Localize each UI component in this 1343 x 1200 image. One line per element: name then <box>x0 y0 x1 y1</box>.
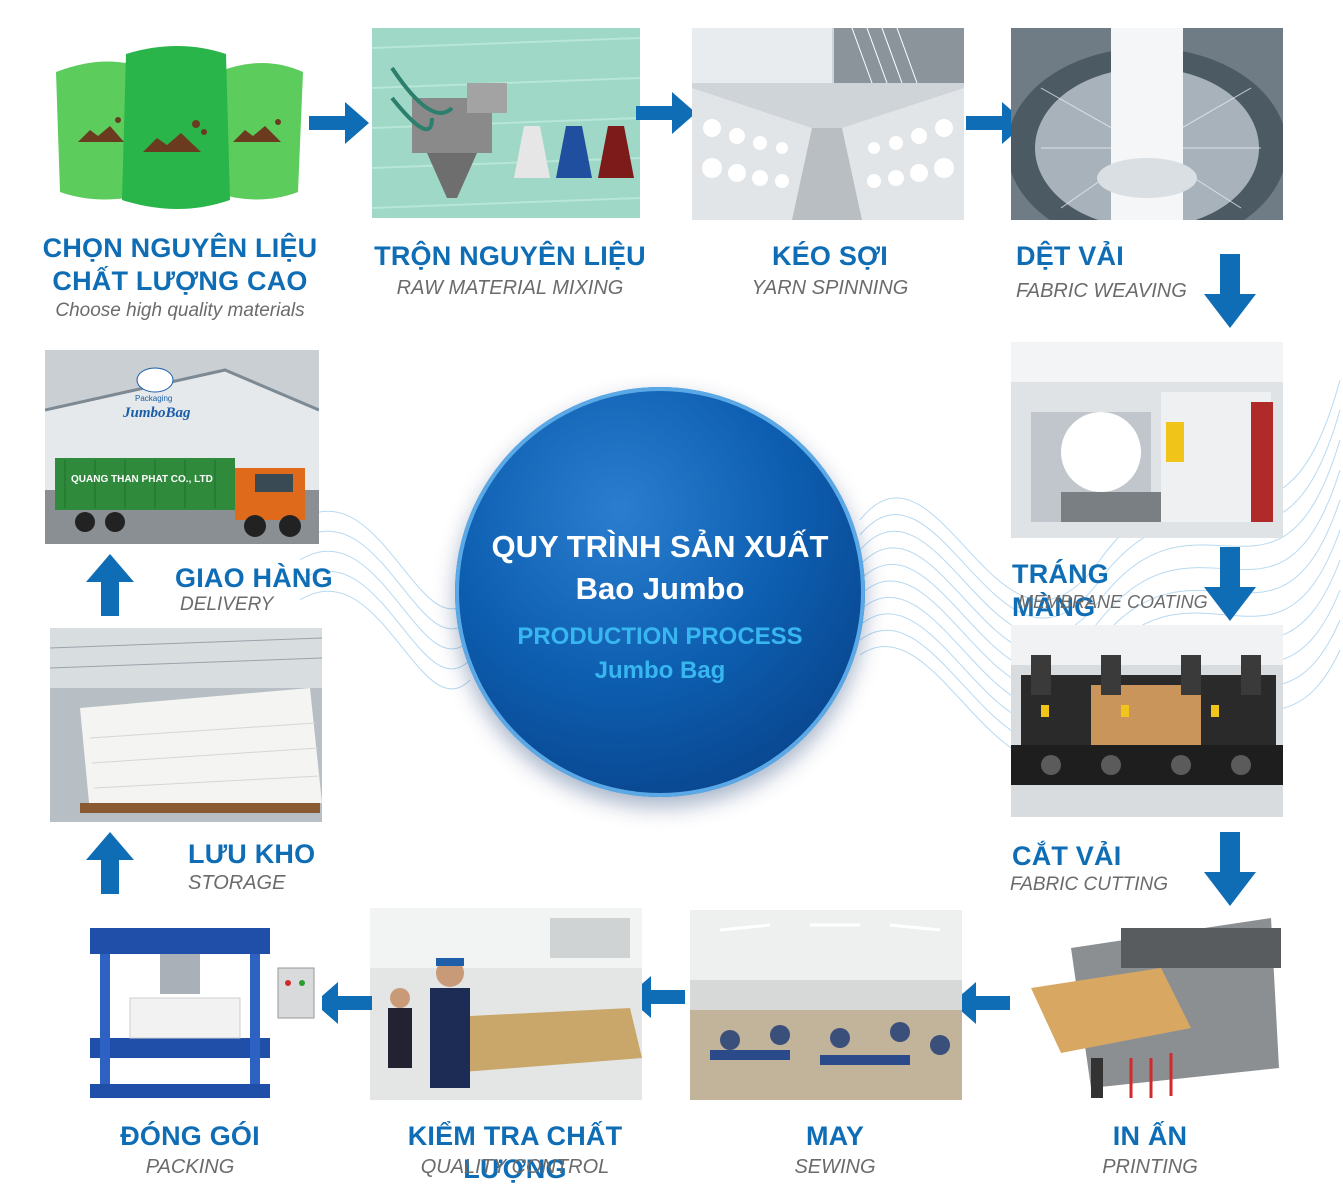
step-title-select-materials: CHỌN NGUYÊN LIỆU CHẤT LƯỢNG CAO <box>20 232 340 298</box>
warehouse-stock-image <box>50 628 322 822</box>
step-title-membrane-coating: TRÁNG MÀNG <box>1012 559 1109 622</box>
truck-brand-top-label: Packaging <box>135 394 173 403</box>
arrow-left-icon <box>950 978 1014 1028</box>
step-subtitle-fabric-weaving: FABRIC WEAVING <box>1016 280 1187 302</box>
center-title-circle: QUY TRÌNH SẢN XUẤT Bao Jumbo PRODUCTION … <box>455 387 865 797</box>
step-title-quality-control: KIỂM TRA CHẤT LƯỢNG <box>407 1121 623 1184</box>
arrow-right-icon <box>305 98 373 148</box>
arrow-left-icon <box>312 978 376 1028</box>
baling-press-image <box>50 908 322 1100</box>
step-title-packing: ĐÓNG GÓI <box>120 1121 260 1151</box>
arrow-down-icon <box>1200 250 1260 332</box>
arrow-down-icon <box>1200 543 1260 625</box>
step-subtitle-membrane-coating: MEMBRANE COATING <box>1018 592 1208 612</box>
quality-control-image <box>370 908 642 1100</box>
circular-loom-image <box>1011 28 1283 220</box>
cutting-machine-image <box>1011 625 1283 817</box>
step-title-delivery: GIAO HÀNG <box>175 563 333 593</box>
arrow-right-icon <box>632 88 700 138</box>
step-subtitle-quality-control: QUALITY CONTROL <box>420 1156 610 1178</box>
step-title-material-mixing: TRỘN NGUYÊN LIỆU <box>374 241 646 271</box>
step-title-fabric-cutting: CẮT VẢI <box>1012 841 1122 871</box>
step-subtitle-storage: STORAGE <box>188 872 286 894</box>
coating-machine-image <box>1011 342 1283 538</box>
printing-machine-image <box>1011 908 1283 1102</box>
arrow-up-icon <box>82 828 138 898</box>
container-company-label: QUANG THAN PHAT CO., LTD <box>71 474 213 485</box>
arrow-down-icon <box>1200 828 1260 910</box>
center-title-en: PRODUCTION PROCESS <box>517 623 803 650</box>
step-title-fabric-weaving: DỆT VẢI <box>1016 241 1124 271</box>
step-subtitle-yarn-spinning: YARN SPINNING <box>751 277 909 299</box>
step-title-sewing: MAY <box>805 1121 865 1151</box>
step-subtitle-printing: PRINTING <box>1102 1156 1198 1178</box>
step-subtitle-delivery: DELIVERY <box>180 594 274 615</box>
step-subtitle-material-mixing: RAW MATERIAL MIXING <box>396 277 624 299</box>
truck-brand-label: JumboBag <box>123 405 191 421</box>
center-subtitle-en: Jumbo Bag <box>594 657 726 684</box>
step-subtitle-packing: PACKING <box>145 1156 235 1178</box>
step-title-storage: LƯU KHO <box>188 839 316 869</box>
center-title-vi: QUY TRÌNH SẢN XUẤT <box>491 529 829 564</box>
step-title-line1: CHỌN NGUYÊN LIỆU <box>42 233 318 263</box>
step-title-yarn-spinning: KÉO SỢI <box>772 241 888 271</box>
center-subtitle-vi: Bao Jumbo <box>575 571 745 606</box>
yarn-spools-image <box>692 28 964 220</box>
arrow-up-icon <box>82 550 138 620</box>
step-subtitle-fabric-cutting: FABRIC CUTTING <box>1010 874 1168 895</box>
step-subtitle-sewing: SEWING <box>794 1156 876 1178</box>
step-title-printing: IN ẤN <box>1112 1121 1188 1151</box>
sewing-workshop-image <box>690 910 962 1100</box>
step-subtitle-select-materials: Choose high quality materials <box>55 300 305 321</box>
step-title-line2: CHẤT LƯỢNG CAO <box>52 266 308 296</box>
green-bags-image <box>48 42 310 214</box>
mixing-machine-image <box>372 28 640 218</box>
delivery-truck-image: JumboBag Packaging QUANG THAN PHAT CO., … <box>45 350 319 544</box>
